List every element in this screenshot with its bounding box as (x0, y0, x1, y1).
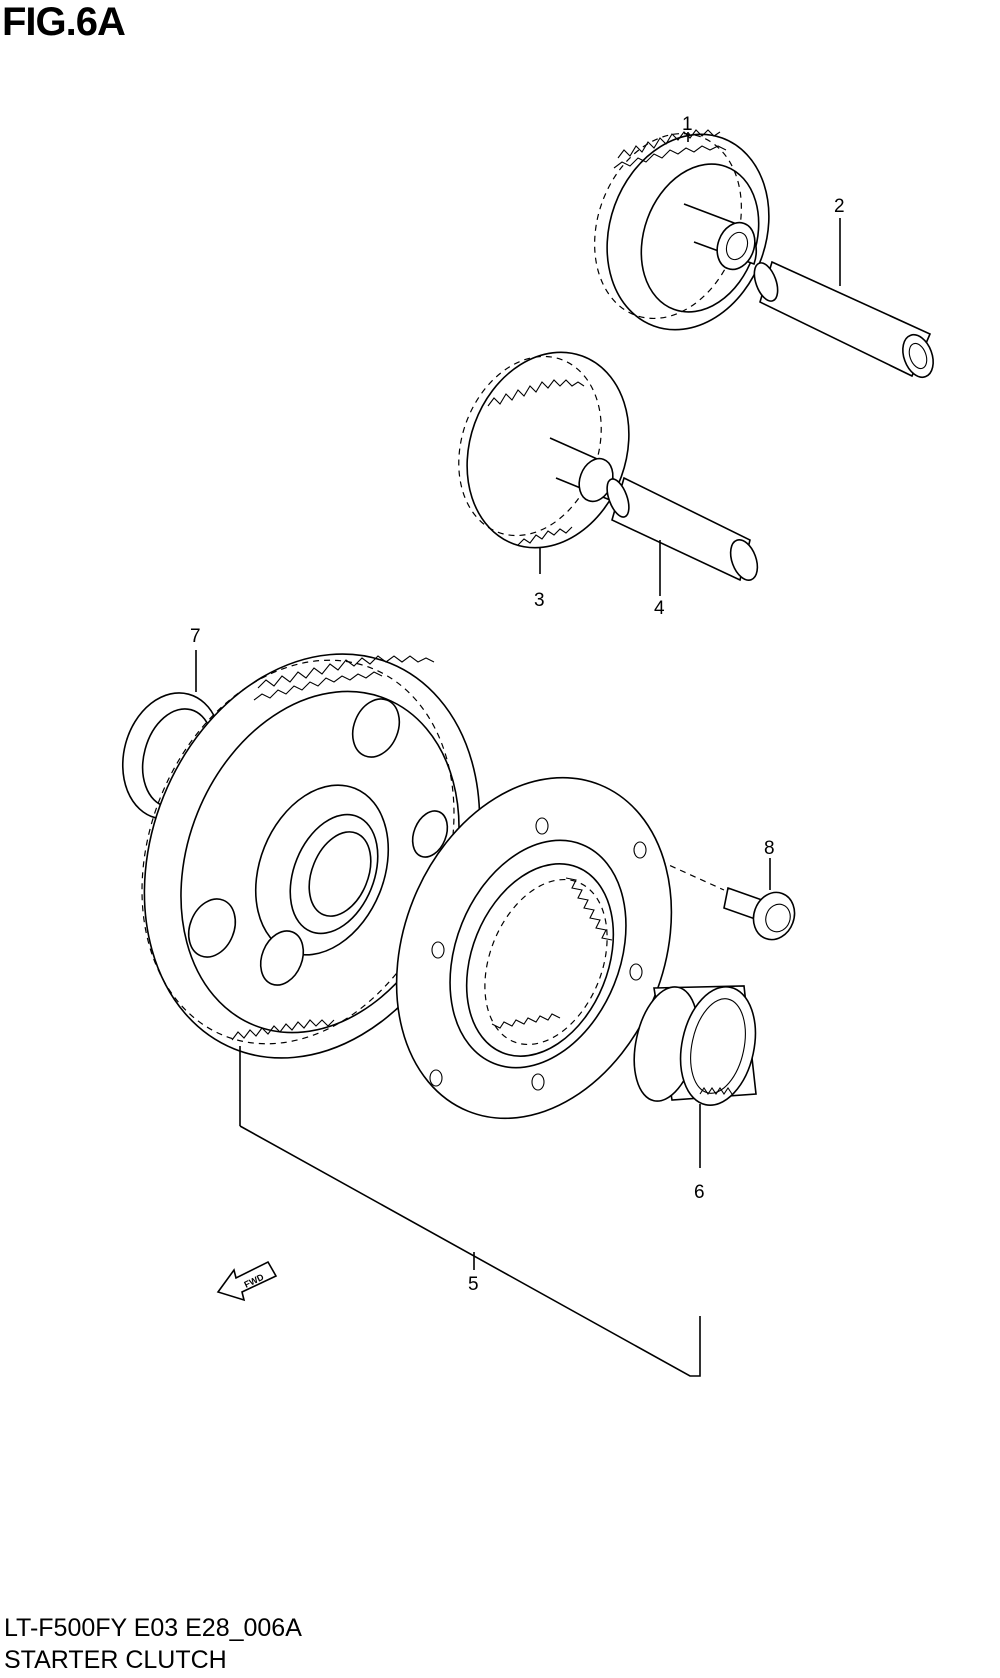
callout-1: 1 (682, 114, 693, 135)
callout-7: 7 (190, 626, 201, 647)
starter-clutch-body[interactable] (348, 736, 721, 1160)
part-4-shaft[interactable] (603, 476, 763, 596)
forward-arrow-icon: FWD (216, 1260, 278, 1302)
part-5-starter-driven-gear[interactable] (86, 603, 701, 1377)
model-code: LT-F500FY E03 E28_006A (4, 1614, 302, 1642)
callout-2: 2 (834, 196, 845, 217)
section-name: STARTER CLUTCH (4, 1646, 227, 1674)
callout-5: 5 (468, 1274, 479, 1295)
callout-3: 3 (534, 590, 545, 611)
part-1-idler-gear[interactable] (570, 111, 796, 352)
part-6-bearing[interactable] (625, 980, 766, 1168)
part-3-idler-gear[interactable] (435, 329, 656, 574)
callout-6: 6 (694, 1182, 705, 1203)
callout-8: 8 (764, 838, 775, 859)
part-2-shaft[interactable] (750, 218, 939, 381)
figure-title: FIG.6A (2, 0, 126, 44)
part-8-bolt[interactable] (639, 851, 801, 945)
callout-4: 4 (654, 598, 665, 619)
